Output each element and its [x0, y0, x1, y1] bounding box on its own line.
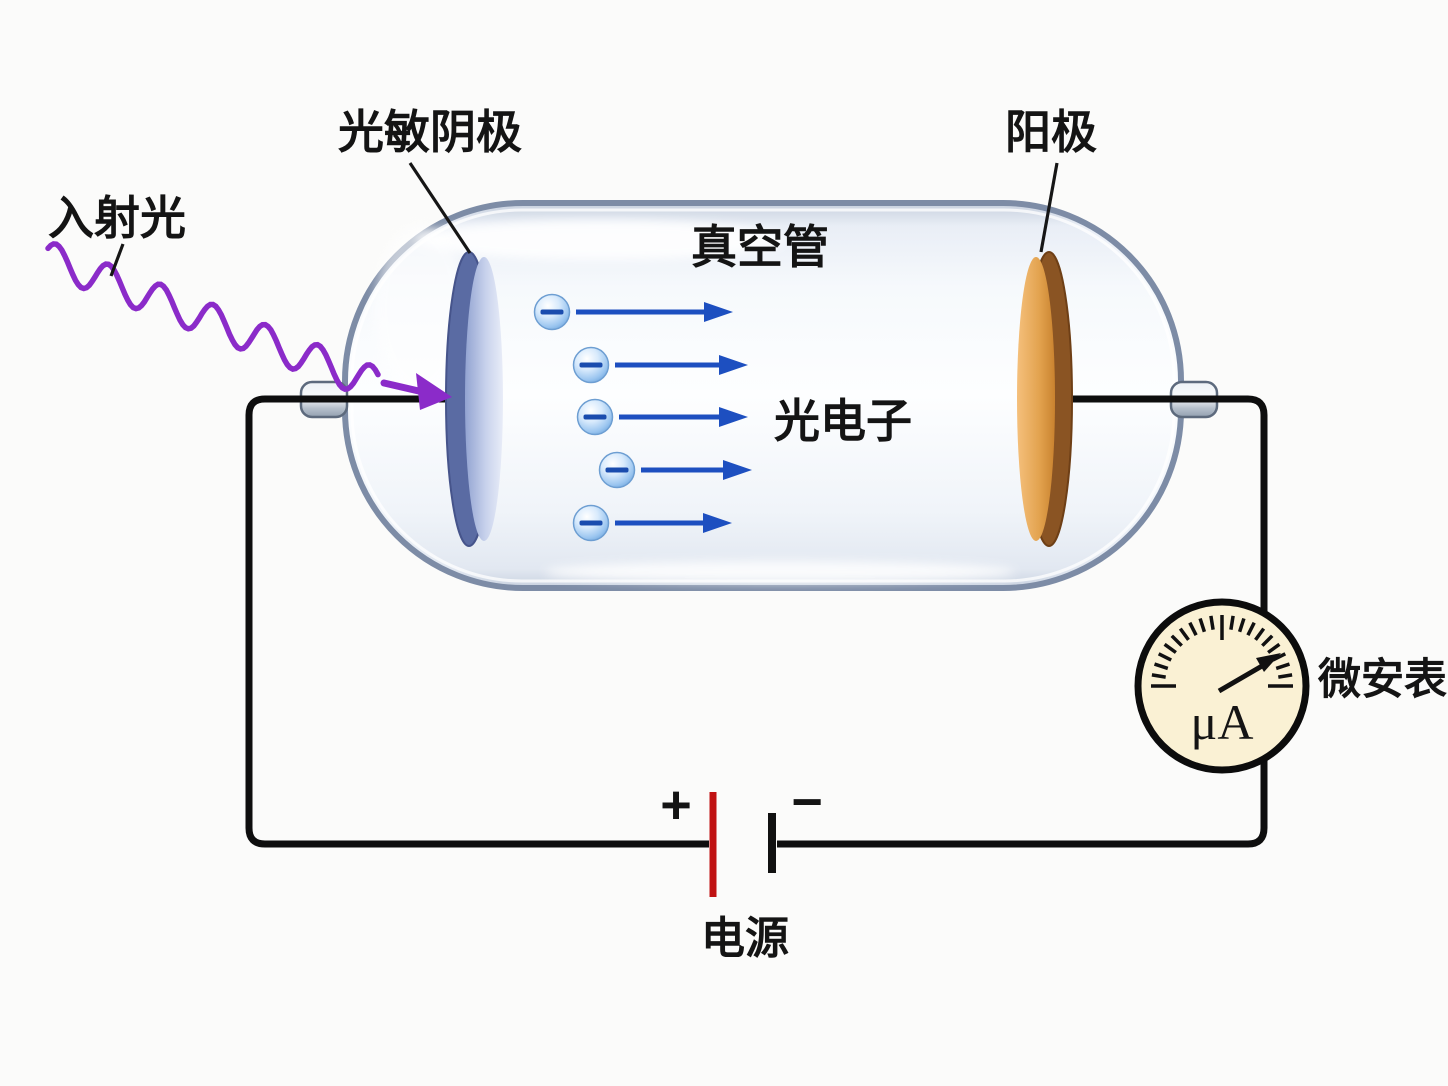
electron-minus-icon [605, 467, 629, 473]
wire-left-loop [245, 395, 709, 848]
tube-top-highlight [415, 220, 785, 260]
electron [533, 293, 733, 331]
microammeter: μA [1134, 598, 1310, 774]
meter-tick [1267, 642, 1281, 654]
anode-face [1017, 257, 1055, 541]
meter-needle [1217, 663, 1264, 694]
meter-tick [1157, 652, 1172, 662]
meter-tick [1237, 617, 1246, 633]
meter-tick [1188, 621, 1198, 636]
photoelectrons-label: 光电子 [774, 395, 912, 447]
tube-left-highlight [375, 225, 465, 395]
meter-tick [1198, 617, 1207, 633]
electron [572, 504, 732, 542]
meter-tick [1163, 642, 1177, 654]
electron-arrowhead [719, 407, 748, 427]
meter-tick [1209, 615, 1215, 630]
meter-tick [1254, 627, 1266, 641]
vacuum-tube-label: 真空管 [691, 221, 829, 273]
meter-tick [1275, 662, 1291, 671]
anode-disc [1017, 251, 1073, 547]
electron-minus-icon [583, 414, 607, 420]
incident-light-label: 入射光 [48, 192, 186, 244]
electron-minus-icon [540, 309, 564, 315]
cathode-face [465, 257, 503, 541]
meter-tick [1278, 673, 1293, 679]
meter-tick [1229, 615, 1235, 630]
power-supply-label: 电源 [701, 914, 789, 963]
photocathode-label: 光敏阴极 [338, 106, 522, 158]
electron-arrowhead [719, 355, 748, 375]
electron-arrowhead [723, 460, 752, 480]
anode-pointer-line [1039, 162, 1059, 253]
meter-tick [1246, 621, 1256, 636]
electron [598, 451, 752, 489]
meter-tick [1151, 673, 1166, 679]
electron-minus-icon [579, 520, 603, 526]
meter-needle-tip [1256, 653, 1281, 672]
tube-bottom-highlight [545, 561, 1015, 583]
incident-light-arrowhead [416, 373, 452, 410]
microammeter-label: 微安表 [1317, 656, 1447, 704]
meter-tick-scale [1151, 615, 1293, 688]
meter-unit-label: μA [1191, 694, 1254, 750]
incident-light-pointer-line [109, 243, 125, 277]
electron [576, 398, 748, 436]
meter-tick [1261, 634, 1274, 647]
electron-arrowhead [704, 302, 733, 322]
incident-light-wave [45, 241, 381, 393]
meter-tick [1178, 627, 1190, 641]
electron-arrowhead [703, 513, 732, 533]
battery: + − [660, 772, 823, 897]
meter-tick [1170, 634, 1183, 647]
photocathode-pointer-line [408, 162, 472, 254]
meter-tick [1153, 662, 1169, 671]
battery-minus-label: − [791, 772, 823, 832]
battery-plus-label: + [660, 775, 692, 835]
photocathode-disc [445, 251, 503, 547]
incident-light-arrow-shaft [380, 379, 427, 396]
anode-label: 阳极 [1005, 106, 1097, 158]
electron [572, 346, 748, 384]
electron-minus-icon [579, 362, 603, 368]
photoelectrons-group [533, 293, 752, 542]
